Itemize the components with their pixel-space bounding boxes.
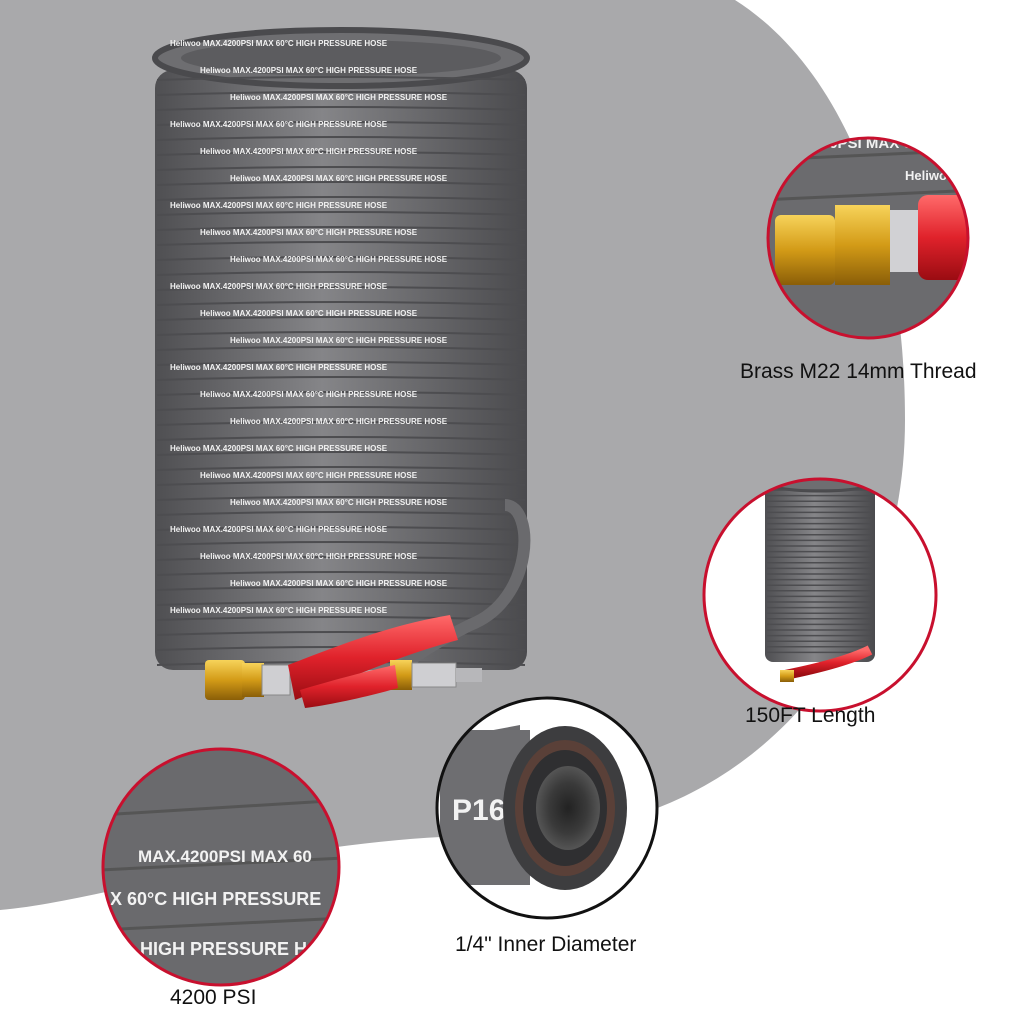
hose-print-text: Heliwoo MAX.4200PSI MAX 60°C HIGH PRESSU… xyxy=(230,336,448,345)
hose-print-text: Heliwoo MAX.4200PSI MAX 60°C HIGH PRESSU… xyxy=(170,444,388,453)
hose-ring xyxy=(156,226,526,231)
hose-ring xyxy=(156,151,526,156)
hose-coil: Heliwoo MAX.4200PSI MAX 60°C HIGH PRESSU… xyxy=(152,27,531,677)
hose-ring xyxy=(156,271,526,276)
hose-ring xyxy=(156,601,526,606)
hose-print-text: Heliwoo MAX.4200PSI MAX 60°C HIGH PRESSU… xyxy=(170,39,388,48)
hose-ring xyxy=(156,406,526,411)
length-label: 150FT Length xyxy=(745,704,876,727)
hose-ring xyxy=(156,241,526,246)
hose-print-text: Heliwoo MAX.4200PSI MAX 60°C HIGH PRESSU… xyxy=(200,228,418,237)
hose-ring xyxy=(156,496,526,501)
hose-ring xyxy=(156,166,526,171)
hose-ring xyxy=(156,211,526,216)
hose-ring xyxy=(156,586,526,591)
hose-ring xyxy=(156,181,526,186)
hose-ring xyxy=(156,106,526,111)
hose-ring xyxy=(156,421,526,426)
thread-label: Brass M22 14mm Thread xyxy=(740,360,977,383)
hose-ring xyxy=(156,76,526,81)
hose-print-text: Heliwoo MAX.4200PSI MAX 60°C HIGH PRESSU… xyxy=(200,552,418,561)
hose-ring xyxy=(156,91,526,96)
hose-ring xyxy=(156,376,526,381)
hose-print-text: Heliwoo MAX.4200PSI MAX 60°C HIGH PRESSU… xyxy=(170,606,388,615)
hose-print-text: Heliwoo MAX.4200PSI MAX 60°C HIGH PRESSU… xyxy=(170,120,388,129)
hose-print-text: Heliwoo MAX.4200PSI MAX 60°C HIGH PRESSU… xyxy=(200,147,418,156)
diameter-label: 1/4" Inner Diameter xyxy=(455,933,637,956)
hose-ring xyxy=(156,346,526,351)
hose-print-text: Heliwoo MAX.4200PSI MAX 60°C HIGH PRESSU… xyxy=(170,201,388,210)
zoom-pressure-line-2: X 60°C HIGH PRESSURE xyxy=(110,889,321,909)
hose-ring xyxy=(156,511,526,516)
hose-print-text: Heliwoo MAX.4200PSI MAX 60°C HIGH PRESSU… xyxy=(230,255,448,264)
hose-print-text: Heliwoo MAX.4200PSI MAX 60°C HIGH PRESSU… xyxy=(230,93,448,102)
zoom-circle-pressure: MAX.4200PSI MAX 60 X 60°C HIGH PRESSURE … xyxy=(101,747,341,987)
zoom-circle-diameter: P1600 xyxy=(435,696,659,920)
hose-connector xyxy=(205,615,482,708)
pressure-label: 4200 PSI xyxy=(170,986,257,1009)
hose-ring xyxy=(156,436,526,441)
hose-print-text: Heliwoo MAX.4200PSI MAX 60°C HIGH PRESSU… xyxy=(200,66,418,75)
hose-ring xyxy=(156,571,526,576)
hose-ring xyxy=(156,136,526,141)
hose-ring xyxy=(156,391,526,396)
hose-ring xyxy=(156,631,526,636)
hose-ring xyxy=(156,451,526,456)
hose-ring xyxy=(156,526,526,531)
hose-print-text: Heliwoo MAX.4200PSI MAX 60°C HIGH PRESSU… xyxy=(230,174,448,183)
hose-print-text: Heliwoo MAX.4200PSI MAX 60°C HIGH PRESSU… xyxy=(230,579,448,588)
zoom-pressure-line-1: MAX.4200PSI MAX 60 xyxy=(138,847,312,866)
hose-print-text: Heliwoo MAX.4200PSI MAX 60°C HIGH PRESSU… xyxy=(200,309,418,318)
zoom-circle-thread: .4200PSI MAX 60 Heliwoo xyxy=(766,136,970,340)
hose-ring xyxy=(156,121,526,126)
hose-print-text: Heliwoo MAX.4200PSI MAX 60°C HIGH PRESSU… xyxy=(230,498,448,507)
hose-ring xyxy=(156,256,526,261)
hose-ring xyxy=(156,196,526,201)
hose-ring xyxy=(156,286,526,291)
zoom-pressure-line-3: HIGH PRESSURE HO xyxy=(140,939,321,959)
hose-print-text: Heliwoo MAX.4200PSI MAX 60°C HIGH PRESSU… xyxy=(230,417,448,426)
hose-print-text: Heliwoo MAX.4200PSI MAX 60°C HIGH PRESSU… xyxy=(200,471,418,480)
hose-print-text: Heliwoo MAX.4200PSI MAX 60°C HIGH PRESSU… xyxy=(170,363,388,372)
hose-ring xyxy=(156,316,526,321)
hose-print-text: Heliwoo MAX.4200PSI MAX 60°C HIGH PRESSU… xyxy=(170,282,388,291)
hose-ring xyxy=(156,466,526,471)
hose-print-text: Heliwoo MAX.4200PSI MAX 60°C HIGH PRESSU… xyxy=(200,390,418,399)
hose-ring xyxy=(156,331,526,336)
hose-ring xyxy=(156,556,526,561)
hose-ring xyxy=(156,481,526,486)
hose-ring xyxy=(156,541,526,546)
hose-ring xyxy=(156,301,526,306)
hose-ring xyxy=(156,361,526,366)
zoom-circle-length xyxy=(702,477,938,713)
hose-print-text: Heliwoo MAX.4200PSI MAX 60°C HIGH PRESSU… xyxy=(170,525,388,534)
